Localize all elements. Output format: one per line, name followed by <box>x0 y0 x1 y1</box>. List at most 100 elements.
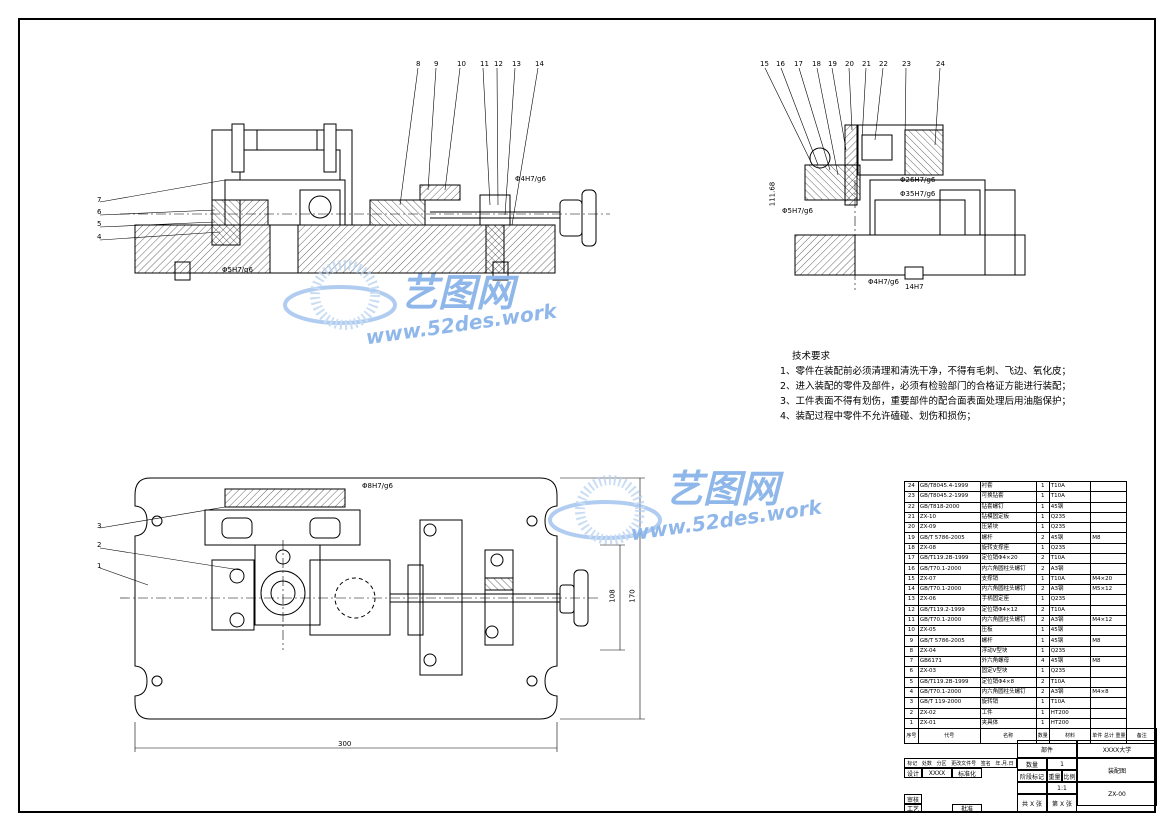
bom-cell: 12 <box>904 604 919 616</box>
bom-cell: Q235 <box>1048 511 1092 524</box>
tb-designer: XXXX <box>922 768 952 778</box>
bom-cell: 22 <box>904 501 919 513</box>
bom-cell: 3 <box>904 697 919 709</box>
front-callout-11: 11 <box>480 60 489 68</box>
bom-cell: 1 <box>1035 666 1050 678</box>
bom-cell: Q235 <box>1048 522 1092 534</box>
bom-cell: 2 <box>904 707 919 719</box>
bom-cell: T10A <box>1048 553 1092 565</box>
bom-cell: 定位销Φ4×20 <box>979 553 1037 565</box>
bom-cell: 旋转支撑座 <box>979 542 1037 555</box>
bom-cell: T10A <box>1048 573 1092 585</box>
bom-cell: M8 <box>1090 532 1128 544</box>
bom-cell: 4 <box>1035 656 1050 668</box>
top-callout-1: 1 <box>97 562 102 570</box>
bom-cell: 11 <box>904 614 919 627</box>
bom-cell: 17 <box>904 553 919 565</box>
bom-cell: M5×12 <box>1090 583 1128 596</box>
tb-mark-label: 签名 <box>980 760 991 767</box>
bom-cell: Q235 <box>1048 666 1092 678</box>
bom-cell: M4×20 <box>1090 573 1128 585</box>
bom-cell: 1 <box>1035 594 1050 606</box>
top-view <box>120 477 600 720</box>
bom-cell: 45钢 <box>1048 532 1092 544</box>
bom-cell: GB6171 <box>917 656 981 668</box>
bom-cell: ZX-03 <box>917 666 981 678</box>
tech-heading: 技术要求 <box>792 351 831 362</box>
tb-scale: 1:1 <box>1047 782 1077 794</box>
front-callout-12: 12 <box>494 60 503 68</box>
bom-cell: ZX-08 <box>917 542 981 555</box>
bom-cell: ZX-01 <box>917 717 981 730</box>
bom-cell <box>1090 553 1128 565</box>
front-callout-10: 10 <box>457 60 466 68</box>
tb-quantity-label: 数量 <box>1017 758 1047 770</box>
bom-cell: 外六角螺母 <box>979 656 1037 668</box>
tech-line-1: 1、零件在装配前必须清理和清洗干净，不得有毛刺、飞边、氧化皮； <box>780 366 1072 377</box>
tb-drawing-name: 装配图 <box>1077 758 1157 782</box>
bom-cell: 5 <box>904 676 919 688</box>
bom-cell: 衬套 <box>979 480 1037 493</box>
side-fit-a: Φ26H7/g6 <box>900 176 936 184</box>
fixture-plate-outline <box>134 477 558 720</box>
tb-part-name: 部件 <box>1017 740 1077 758</box>
bom-cell: 螺杆 <box>979 532 1037 544</box>
top-width-dim: 300 <box>338 740 352 748</box>
bom-cell: 定位销Φ4×12 <box>979 604 1037 616</box>
bom-cell: 可换钻套 <box>979 491 1037 503</box>
bom-cell: 钻模固定板 <box>979 511 1037 524</box>
tb-quantity: 1 <box>1047 758 1077 770</box>
bom-cell: 内六角圆柱头螺钉 <box>979 614 1037 627</box>
bom-cell: 45钢 <box>1048 635 1092 647</box>
tech-line-3: 3、工件表面不得有划伤，重要部件的配合面表面处理后用油脂保护； <box>780 396 1072 407</box>
bom-cell: HT200 <box>1048 707 1092 719</box>
bom-cell <box>1090 676 1128 688</box>
bom-cell: M8 <box>1090 656 1128 668</box>
tb-std-label: 标准化 <box>952 768 982 778</box>
bom-cell: 2 <box>1035 614 1050 627</box>
bom-cell: 1 <box>904 717 919 730</box>
bom-cell: 45钢 <box>1048 656 1092 668</box>
bom-cell: A3钢 <box>1048 614 1092 627</box>
bom-cell: 手柄固定座 <box>979 594 1037 606</box>
bom-cell: T10A <box>1048 491 1092 503</box>
side-callout-18: 18 <box>812 60 821 68</box>
bom-cell: A3钢 <box>1048 563 1092 575</box>
front-callout-4: 4 <box>97 233 102 241</box>
bom-cell: 1 <box>1035 542 1050 555</box>
side-height-dim: 111.68 <box>768 181 777 207</box>
bom-cell <box>1090 491 1128 503</box>
bom-cell: 1 <box>1035 717 1050 730</box>
side-fit-b: Φ35H7/g6 <box>900 190 936 198</box>
drawing-frame <box>18 18 1156 813</box>
bom-cell: 4 <box>904 686 919 699</box>
front-fit-b: Φ5H7/g6 <box>222 266 253 274</box>
bom-cell: ZX-06 <box>917 594 981 606</box>
bom-cell: GB/T119.2B-1999 <box>917 553 981 565</box>
bom-cell: 2 <box>1035 676 1050 688</box>
bom-cell: A3钢 <box>1048 583 1092 596</box>
tech-line-4: 4、装配过程中零件不允许磕碰、划伤和损伤； <box>780 411 977 422</box>
bom-cell: 18 <box>904 542 919 555</box>
tb-school: XXXX大学 <box>1077 740 1157 758</box>
bom-cell: ZX-09 <box>917 522 981 534</box>
tb-sheet-total: 共 X 张 <box>1017 794 1047 813</box>
tb-drawing-no: ZX-00 <box>1077 782 1157 806</box>
bom-cell: GB/T818-2000 <box>917 501 981 513</box>
top-view-dimensions <box>99 477 645 752</box>
bom-cell: 19 <box>904 532 919 544</box>
bom-cell: 15 <box>904 573 919 585</box>
bom-cell: GB/T70.1-2000 <box>917 583 981 596</box>
side-callout-22: 22 <box>879 60 888 68</box>
front-callout-5: 5 <box>97 220 102 228</box>
bom-cell: 2 <box>1035 563 1050 575</box>
